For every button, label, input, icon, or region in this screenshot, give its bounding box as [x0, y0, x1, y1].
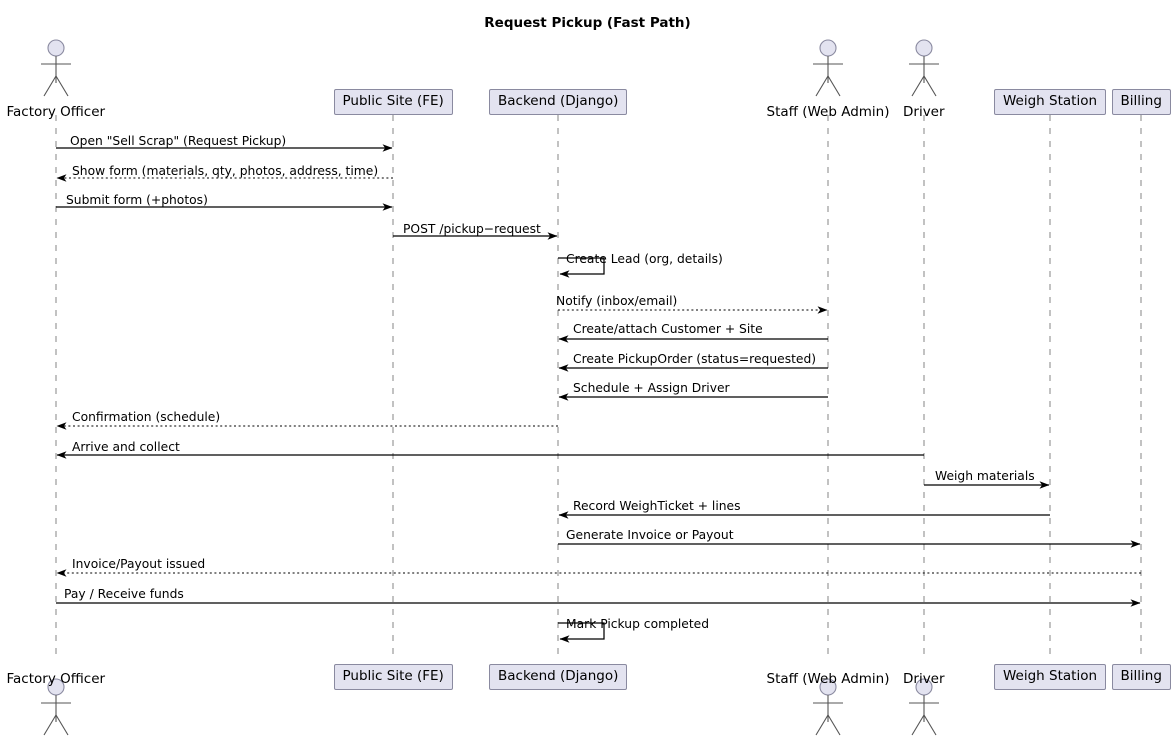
actor-figure-factory-top — [41, 39, 71, 97]
message-label-16: Mark Pickup completed — [566, 617, 710, 631]
message-label-1: Show form (materials, qty, photos, addre… — [72, 164, 379, 178]
actor-figure-driver-bottom — [909, 678, 939, 736]
participant-box-weigh[interactable]: Weigh Station — [994, 89, 1107, 115]
actor-head-icon — [47, 39, 65, 57]
participant-box-weigh-bottom[interactable]: Weigh Station — [994, 664, 1107, 690]
actor-leg-right — [55, 714, 69, 736]
participant-box-fe[interactable]: Public Site (FE) — [333, 89, 453, 115]
message-label-9: Confirmation (schedule) — [72, 410, 221, 424]
participant-label-factory: Factory Officer — [6, 104, 106, 120]
message-label-15: Pay / Receive funds — [64, 587, 184, 601]
self-message-arrow-4 — [558, 257, 605, 278]
participant-label-driver: Driver — [903, 104, 945, 120]
actor-leg-right — [827, 714, 841, 736]
participant-label-staff-bottom: Staff (Web Admin) — [766, 671, 890, 687]
message-label-0: Open "Sell Scrap" (Request Pickup) — [70, 134, 287, 148]
message-label-6: Create/attach Customer + Site — [573, 322, 763, 336]
message-label-3: POST /pickup−request — [403, 222, 541, 236]
participant-box-backend[interactable]: Backend (Django) — [489, 89, 628, 115]
message-label-4: Create Lead (org, details) — [566, 252, 723, 266]
participant-box-billing-bottom[interactable]: Billing — [1111, 664, 1171, 690]
message-arrow-group — [56, 144, 1141, 643]
participant-label-driver-bottom: Driver — [903, 671, 945, 687]
actor-leg-right — [827, 75, 841, 97]
actor-head-icon — [819, 39, 837, 57]
actor-leg-right — [923, 75, 937, 97]
actor-leg-left — [911, 75, 925, 97]
actor-leg-left — [815, 75, 829, 97]
self-message-arrow-16 — [558, 622, 605, 643]
actor-leg-right — [923, 714, 937, 736]
actor-figure-driver-top — [909, 39, 939, 97]
actor-leg-left — [43, 75, 57, 97]
actor-leg-left — [43, 714, 57, 736]
participant-box-fe-bottom[interactable]: Public Site (FE) — [333, 664, 453, 690]
actor-leg-left — [911, 714, 925, 736]
message-label-11: Weigh materials — [935, 469, 1035, 483]
message-label-13: Generate Invoice or Payout — [566, 528, 734, 542]
message-label-8: Schedule + Assign Driver — [573, 381, 730, 395]
actor-leg-right — [55, 75, 69, 97]
actor-figure-staff-top — [813, 39, 843, 97]
message-label-7: Create PickupOrder (status=requested) — [573, 352, 817, 366]
actor-figures-bottom — [41, 678, 939, 736]
participant-box-billing[interactable]: Billing — [1111, 89, 1171, 115]
actor-figure-staff-bottom — [813, 678, 843, 736]
message-label-10: Arrive and collect — [72, 440, 180, 454]
message-label-12: Record WeighTicket + lines — [573, 499, 741, 513]
actor-head-icon — [915, 39, 933, 57]
message-label-14: Invoice/Payout issued — [72, 557, 206, 571]
actor-leg-left — [815, 714, 829, 736]
message-label-2: Submit form (+photos) — [66, 193, 208, 207]
participant-label-staff: Staff (Web Admin) — [766, 104, 890, 120]
actor-figure-factory-bottom — [41, 678, 71, 736]
participant-box-backend-bottom[interactable]: Backend (Django) — [489, 664, 628, 690]
participant-label-factory-bottom: Factory Officer — [6, 671, 106, 687]
actor-figures-top — [41, 39, 939, 97]
page-title: Request Pickup (Fast Path) — [484, 15, 691, 31]
message-label-5: Notify (inbox/email) — [556, 294, 678, 308]
